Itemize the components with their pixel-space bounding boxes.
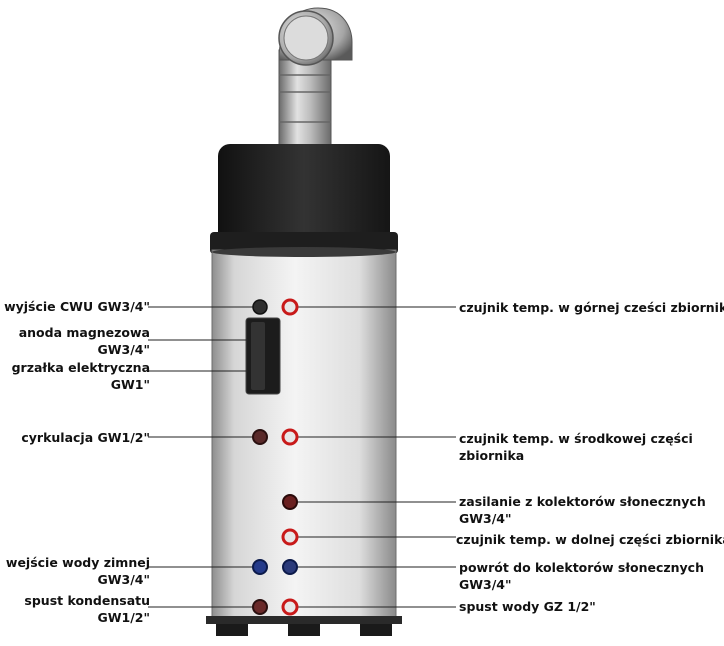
label-anode-line2: GW3/4"	[97, 342, 150, 357]
label-sensor-mid: czujnik temp. w środkowej części zbiorni…	[459, 430, 693, 464]
label-solar-return: powrót do kolektorów słonecznych GW3/4"	[459, 559, 704, 593]
label-condensate: spust kondensatu GW1/2"	[24, 592, 150, 626]
label-anode: anoda magnezowa GW3/4"	[19, 324, 150, 358]
label-heater-line1: grzałka elektryczna	[11, 360, 150, 375]
label-solar-return-line1: powrót do kolektorów słonecznych	[459, 560, 704, 575]
connector-circle-icon	[252, 298, 299, 616]
port-cwu-out	[252, 299, 268, 315]
port-solar-return	[282, 559, 298, 575]
anode-housing-icon	[245, 317, 281, 395]
tank-body	[211, 247, 397, 621]
label-cold-in-line1: wejście wody zimnej	[5, 555, 150, 570]
port-drain	[281, 598, 299, 616]
flue-pipe-icon	[278, 7, 353, 147]
label-sensor-top: czujnik temp. w górnej cześci zbiornika	[459, 300, 724, 315]
label-heater: grzałka elektryczna GW1"	[12, 359, 150, 393]
label-anode-line1: anoda magnezowa	[18, 325, 150, 340]
port-sensor-mid	[281, 428, 299, 446]
label-heater-line2: GW1"	[110, 377, 150, 392]
port-solar-supply	[282, 494, 298, 510]
leader-lines	[148, 306, 456, 608]
label-solar-supply: zasilanie z kolektorów słonecznych GW3/4…	[459, 493, 706, 527]
label-circulation: cyrkulacja GW1/2"	[21, 430, 150, 445]
label-cold-in: wejście wody zimnej GW3/4"	[6, 554, 150, 588]
label-drain: spust wody GZ 1/2"	[459, 599, 596, 614]
label-condensate-line2: GW1/2"	[97, 610, 150, 625]
label-cold-in-line2: GW3/4"	[97, 572, 150, 587]
port-condensate	[252, 599, 268, 615]
label-solar-supply-line1: zasilanie z kolektorów słonecznych	[459, 494, 706, 509]
port-sensor-top	[281, 298, 299, 316]
port-circulation	[252, 429, 268, 445]
port-cold-in	[252, 559, 268, 575]
label-cwu-out: wyjście CWU GW3/4"	[4, 299, 150, 314]
tank-cap	[210, 144, 398, 254]
label-sensor-bottom: czujnik temp. w dolnej części zbiornika	[456, 532, 724, 547]
port-sensor-bottom	[281, 528, 299, 546]
label-sensor-mid-line2: zbiornika	[459, 448, 525, 463]
label-sensor-mid-line1: czujnik temp. w środkowej części	[459, 431, 693, 446]
label-solar-return-line2: GW3/4"	[459, 577, 512, 592]
tank-feet	[206, 616, 402, 636]
label-condensate-line1: spust kondensatu	[24, 593, 150, 608]
label-solar-supply-line2: GW3/4"	[459, 511, 512, 526]
